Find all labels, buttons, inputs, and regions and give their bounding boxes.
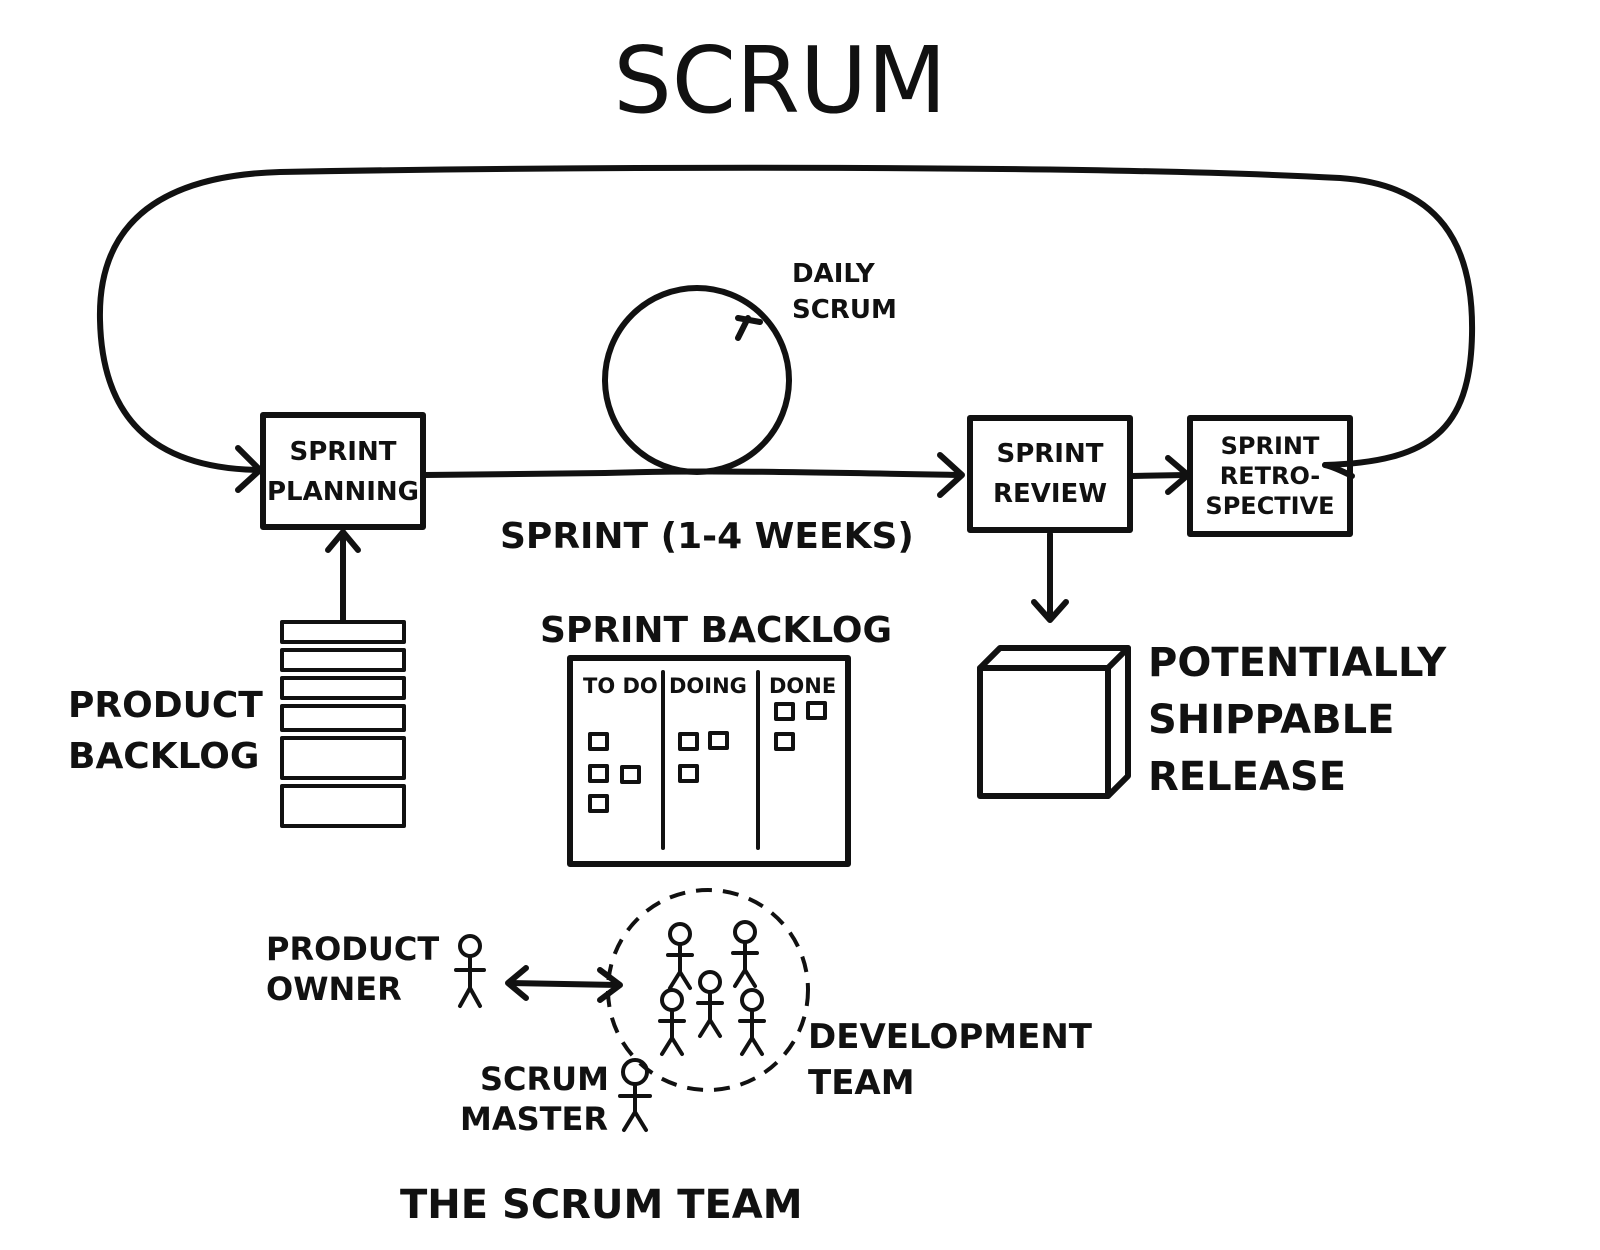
sprint-retro-label-3: SPECTIVE — [1205, 492, 1334, 520]
scrum-master-label-1: SCRUM — [480, 1060, 609, 1098]
sprint-planning-label-2: PLANNING — [267, 477, 419, 507]
figure-body — [454, 954, 486, 1008]
cube-top — [977, 645, 1131, 671]
daily-scrum-label-1: DAILY — [792, 259, 876, 289]
sprint-duration-label: SPRINT (1-4 WEEKS) — [500, 516, 914, 557]
figure-body — [618, 1082, 652, 1132]
sprint-backlog-title: SPRINT BACKLOG — [540, 610, 892, 651]
sprint-retro-label-2: RETRO- — [1220, 462, 1321, 490]
sprint-loop-arc — [96, 164, 1476, 473]
sprint-line-right — [602, 468, 963, 478]
task-card — [678, 764, 699, 783]
release-label-3: RELEASE — [1148, 754, 1346, 800]
review-to-retro-line — [1129, 472, 1189, 479]
sprint-planning-box — [260, 412, 426, 530]
product-owner-label-1: PRODUCT — [266, 930, 439, 968]
release-label-1: POTENTIALLY — [1148, 640, 1447, 686]
daily-scrum-arrowhead — [735, 315, 763, 341]
release-label-2: SHIPPABLE — [1148, 697, 1394, 743]
backlog-item — [280, 704, 406, 732]
board-column-doing: DOING — [669, 674, 747, 698]
owner-team-arrow — [507, 980, 621, 988]
scrum-master-figure — [618, 1058, 652, 1132]
sprint-review-box — [967, 415, 1133, 533]
sprint-retro-label-1: SPRINT — [1221, 432, 1320, 460]
development-team-label-1: DEVELOPMENT — [808, 1017, 1093, 1057]
task-card — [708, 731, 729, 750]
cube-side — [1105, 645, 1131, 799]
task-card — [774, 702, 795, 721]
development-team-label-2: TEAM — [808, 1063, 915, 1103]
product-backlog-label-1: PRODUCT — [68, 685, 263, 726]
daily-scrum-circle — [602, 285, 792, 475]
product-owner-label-2: OWNER — [266, 970, 402, 1008]
retro-to-loop — [1322, 462, 1355, 479]
task-card — [774, 732, 795, 751]
task-card — [806, 701, 827, 720]
task-card — [588, 794, 609, 813]
task-card — [588, 732, 609, 751]
task-card — [588, 764, 609, 783]
release-cube-icon — [977, 645, 1131, 799]
cube-front — [977, 665, 1111, 799]
developer-figure — [738, 988, 766, 1056]
backlog-item — [280, 648, 406, 672]
backlog-item — [280, 676, 406, 700]
owner-team-arrowhead-left — [505, 965, 529, 1001]
product-backlog-stack — [280, 620, 406, 828]
product-owner-figure — [454, 934, 486, 1008]
task-card — [678, 732, 699, 751]
board-column-done: DONE — [769, 674, 836, 698]
development-team-circle — [606, 888, 810, 1092]
sprint-review-label-1: SPRINT — [997, 439, 1104, 469]
figure-head — [458, 934, 482, 958]
backlog-to-planning-arrowhead — [325, 529, 361, 553]
sprint-arrowhead — [937, 452, 965, 498]
review-to-release-arrowhead — [1031, 599, 1069, 623]
task-card — [620, 765, 641, 784]
developer-figures — [658, 920, 766, 1056]
scrum-master-label-2: MASTER — [460, 1100, 608, 1138]
board-cards — [588, 701, 827, 813]
developer-figure — [666, 922, 694, 990]
backlog-item — [280, 736, 406, 780]
daily-scrum-label-2: SCRUM — [792, 295, 897, 325]
developer-figure — [658, 988, 686, 1056]
developer-figure — [696, 970, 724, 1038]
sprint-line-left — [422, 470, 608, 478]
sprint-review-label-2: REVIEW — [993, 479, 1107, 509]
sprint-backlog-board — [567, 655, 851, 867]
figure-head — [621, 1058, 649, 1086]
diagram-title: SCRUM — [613, 27, 946, 134]
product-backlog-label-2: BACKLOG — [68, 736, 259, 777]
backlog-item — [280, 784, 406, 828]
developer-figure — [731, 920, 759, 988]
scrum-team-label: THE SCRUM TEAM — [400, 1182, 803, 1228]
backlog-item — [280, 620, 406, 644]
board-column-todo: TO DO — [583, 674, 658, 698]
sprint-planning-label-1: SPRINT — [290, 437, 397, 467]
